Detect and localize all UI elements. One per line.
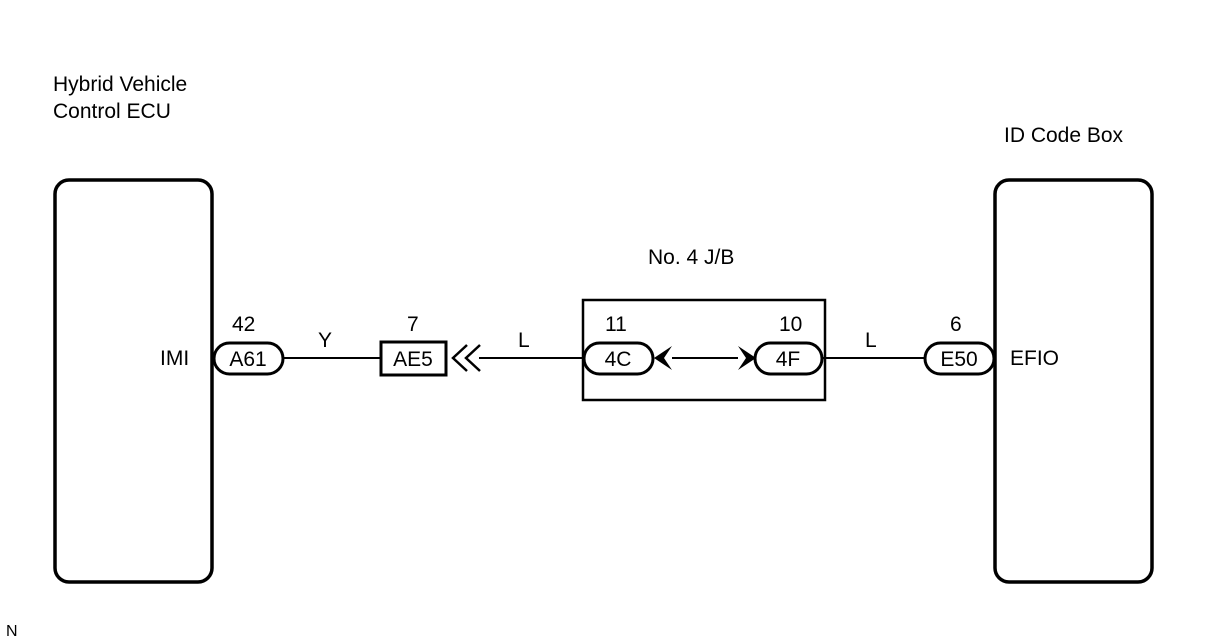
c4-pin: 11 (605, 313, 627, 336)
wire-l-right-label: L (865, 329, 877, 352)
id-box-terminal-label: EFIO (1010, 347, 1059, 370)
wire-y-label: Y (318, 329, 332, 352)
connector-4f (753, 341, 824, 376)
a61-name: A61 (229, 348, 266, 371)
e50-pin: 6 (950, 313, 962, 336)
c4-internal-arrow (654, 346, 672, 370)
id-box-title: ID Code Box (1004, 124, 1124, 147)
ecu-box (53, 178, 214, 584)
a61-pin: 42 (232, 313, 255, 336)
connector-a61 (212, 341, 285, 376)
e50-name: E50 (940, 348, 977, 371)
junction-block-title: No. 4 J/B (648, 246, 734, 269)
ecu-terminal-label: IMI (160, 347, 189, 370)
ecu-title-line2: Control ECU (53, 100, 171, 123)
ae5-name: AE5 (393, 348, 433, 371)
connector-e50 (923, 341, 996, 376)
wire-l-left-label: L (518, 329, 530, 352)
f4-pin: 10 (779, 313, 802, 336)
f4-internal-arrow (738, 346, 756, 370)
connector-ae5 (379, 340, 448, 377)
f4-name: 4F (776, 348, 801, 371)
ae5-pin: 7 (407, 313, 419, 336)
diagram-code: N (6, 623, 18, 640)
ae5-splice-arrows (451, 344, 481, 372)
ecu-title-line1: Hybrid Vehicle (53, 73, 187, 96)
c4-name: 4C (605, 348, 632, 371)
id-code-box (993, 178, 1154, 584)
connector-4c (582, 341, 655, 376)
